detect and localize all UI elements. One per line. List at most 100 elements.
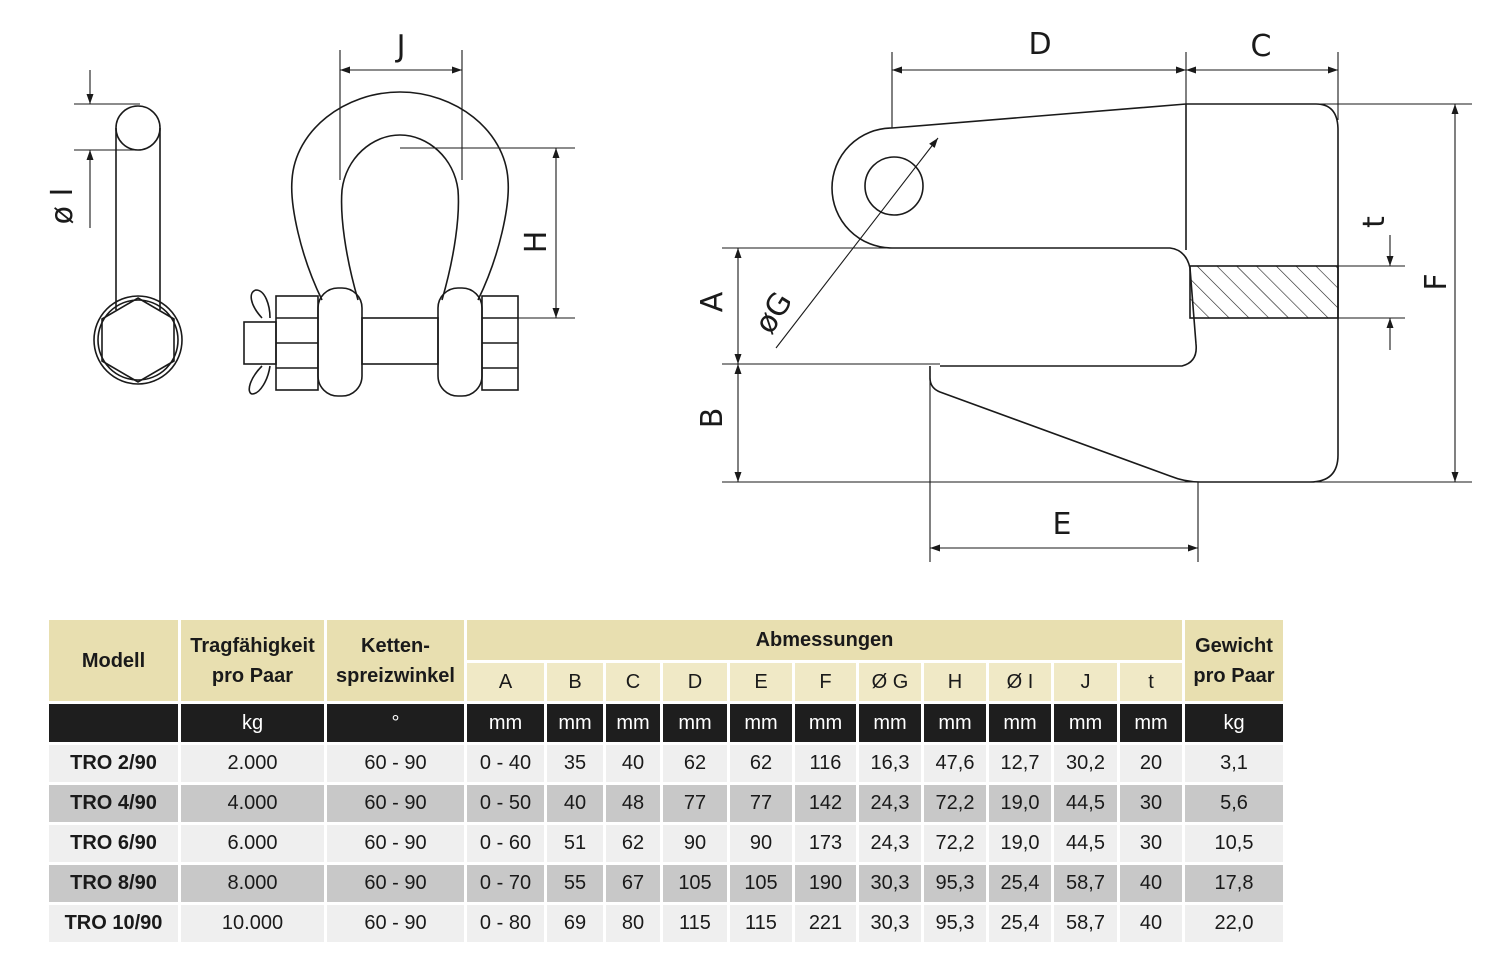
table-cell: 24,3	[859, 785, 921, 822]
col-header-modell: Modell	[49, 620, 178, 701]
table-cell: 44,5	[1054, 785, 1117, 822]
table-cell: 105	[730, 865, 792, 902]
dim-label-c: C	[1251, 29, 1272, 64]
table-cell: 30	[1120, 825, 1182, 862]
unit-cell	[49, 704, 178, 742]
dim-label-i: ø I	[45, 188, 80, 225]
table-cell: 115	[663, 905, 727, 942]
unit-cell: mm	[467, 704, 544, 742]
table-cell: 95,3	[924, 865, 986, 902]
dim-label-t: t	[1357, 216, 1392, 228]
table-cell: 72,2	[924, 825, 986, 862]
table-cell: 72,2	[924, 785, 986, 822]
col-header-tragfaehigkeit-line2: pro Paar	[211, 664, 294, 687]
table-cell: 62	[606, 825, 660, 862]
table-cell: 0 - 50	[467, 785, 544, 822]
dim-label-h: H	[519, 231, 554, 254]
table-cell: 25,4	[989, 905, 1051, 942]
dim-header-10: t	[1120, 663, 1182, 701]
table-cell: 30,3	[859, 865, 921, 902]
table-cell: 116	[795, 745, 856, 782]
table-cell: 30,3	[859, 905, 921, 942]
unit-cell: mm	[1054, 704, 1117, 742]
dim-header-5: F	[795, 663, 856, 701]
dim-header-7: H	[924, 663, 986, 701]
table-cell: 8.000	[181, 865, 324, 902]
table-cell: 48	[606, 785, 660, 822]
table-cell: 10,5	[1185, 825, 1283, 862]
dim-label-b: B	[695, 408, 730, 429]
table-cell: 40	[1120, 905, 1182, 942]
col-header-tragfaehigkeit-line1: Tragfähigkeit	[190, 634, 315, 657]
table-cell: 55	[547, 865, 603, 902]
table-cell: 40	[1120, 865, 1182, 902]
dim-header-1: B	[547, 663, 603, 701]
table-cell: 221	[795, 905, 856, 942]
col-header-ketten-line1: Ketten-	[361, 634, 430, 657]
table-cell: 3,1	[1185, 745, 1283, 782]
table-cell: 5,6	[1185, 785, 1283, 822]
dim-header-3: D	[663, 663, 727, 701]
model-cell: TRO 10/90	[49, 905, 178, 942]
table-cell: 60 - 90	[327, 745, 464, 782]
table-cell: 44,5	[1054, 825, 1117, 862]
table-cell: 19,0	[989, 785, 1051, 822]
unit-cell: mm	[989, 704, 1051, 742]
table-cell: 25,4	[989, 865, 1051, 902]
table-cell: 10.000	[181, 905, 324, 942]
col-header-gewicht-line2: pro Paar	[1193, 664, 1275, 687]
dim-header-4: E	[730, 663, 792, 701]
dim-label-j: J	[395, 29, 406, 64]
table-cell: 69	[547, 905, 603, 942]
model-cell: TRO 8/90	[49, 865, 178, 902]
table-cell: 77	[730, 785, 792, 822]
table-cell: 115	[730, 905, 792, 942]
table-cell: 142	[795, 785, 856, 822]
unit-cell: kg	[181, 704, 324, 742]
dim-header-0: A	[467, 663, 544, 701]
table-cell: 0 - 80	[467, 905, 544, 942]
table-cell: 58,7	[1054, 865, 1117, 902]
unit-cell: mm	[663, 704, 727, 742]
col-header-tragfaehigkeit: Tragfähigkeit pro Paar	[181, 620, 324, 701]
table-cell: 62	[663, 745, 727, 782]
table-cell: 0 - 40	[467, 745, 544, 782]
dim-label-f: F	[1419, 273, 1454, 290]
dim-header-8: Ø I	[989, 663, 1051, 701]
unit-cell: mm	[606, 704, 660, 742]
dim-label-g: øG	[748, 286, 800, 340]
col-header-abmessungen: Abmessungen	[467, 620, 1182, 660]
table-cell: 67	[606, 865, 660, 902]
table-cell: 60 - 90	[327, 865, 464, 902]
unit-cell: mm	[859, 704, 921, 742]
table-cell: 6.000	[181, 825, 324, 862]
unit-cell: kg	[1185, 704, 1283, 742]
table-cell: 190	[795, 865, 856, 902]
pin-side-view	[93, 105, 183, 385]
dim-label-a: A	[695, 291, 730, 312]
table-cell: 95,3	[924, 905, 986, 942]
table-cell: 60 - 90	[327, 825, 464, 862]
unit-cell: mm	[924, 704, 986, 742]
table-cell: 40	[547, 785, 603, 822]
clamp-side-view	[831, 103, 1339, 483]
col-header-ketten-line2: spreizwinkel	[336, 664, 455, 687]
shackle-front-view	[243, 91, 519, 397]
unit-cell: °	[327, 704, 464, 742]
table-cell: 35	[547, 745, 603, 782]
table-cell: 62	[730, 745, 792, 782]
dim-label-d: D	[1028, 27, 1051, 62]
col-header-gewicht-line1: Gewicht	[1195, 634, 1273, 657]
col-header-kettenspreizwinkel: Ketten-spreizwinkel	[327, 620, 464, 701]
table-cell: 90	[663, 825, 727, 862]
table-cell: 30	[1120, 785, 1182, 822]
table-cell: 20	[1120, 745, 1182, 782]
unit-cell: mm	[1120, 704, 1182, 742]
model-cell: TRO 6/90	[49, 825, 178, 862]
table-cell: 30,2	[1054, 745, 1117, 782]
table-cell: 17,8	[1185, 865, 1283, 902]
unit-cell: mm	[547, 704, 603, 742]
col-header-gewicht: Gewicht pro Paar	[1185, 620, 1283, 701]
